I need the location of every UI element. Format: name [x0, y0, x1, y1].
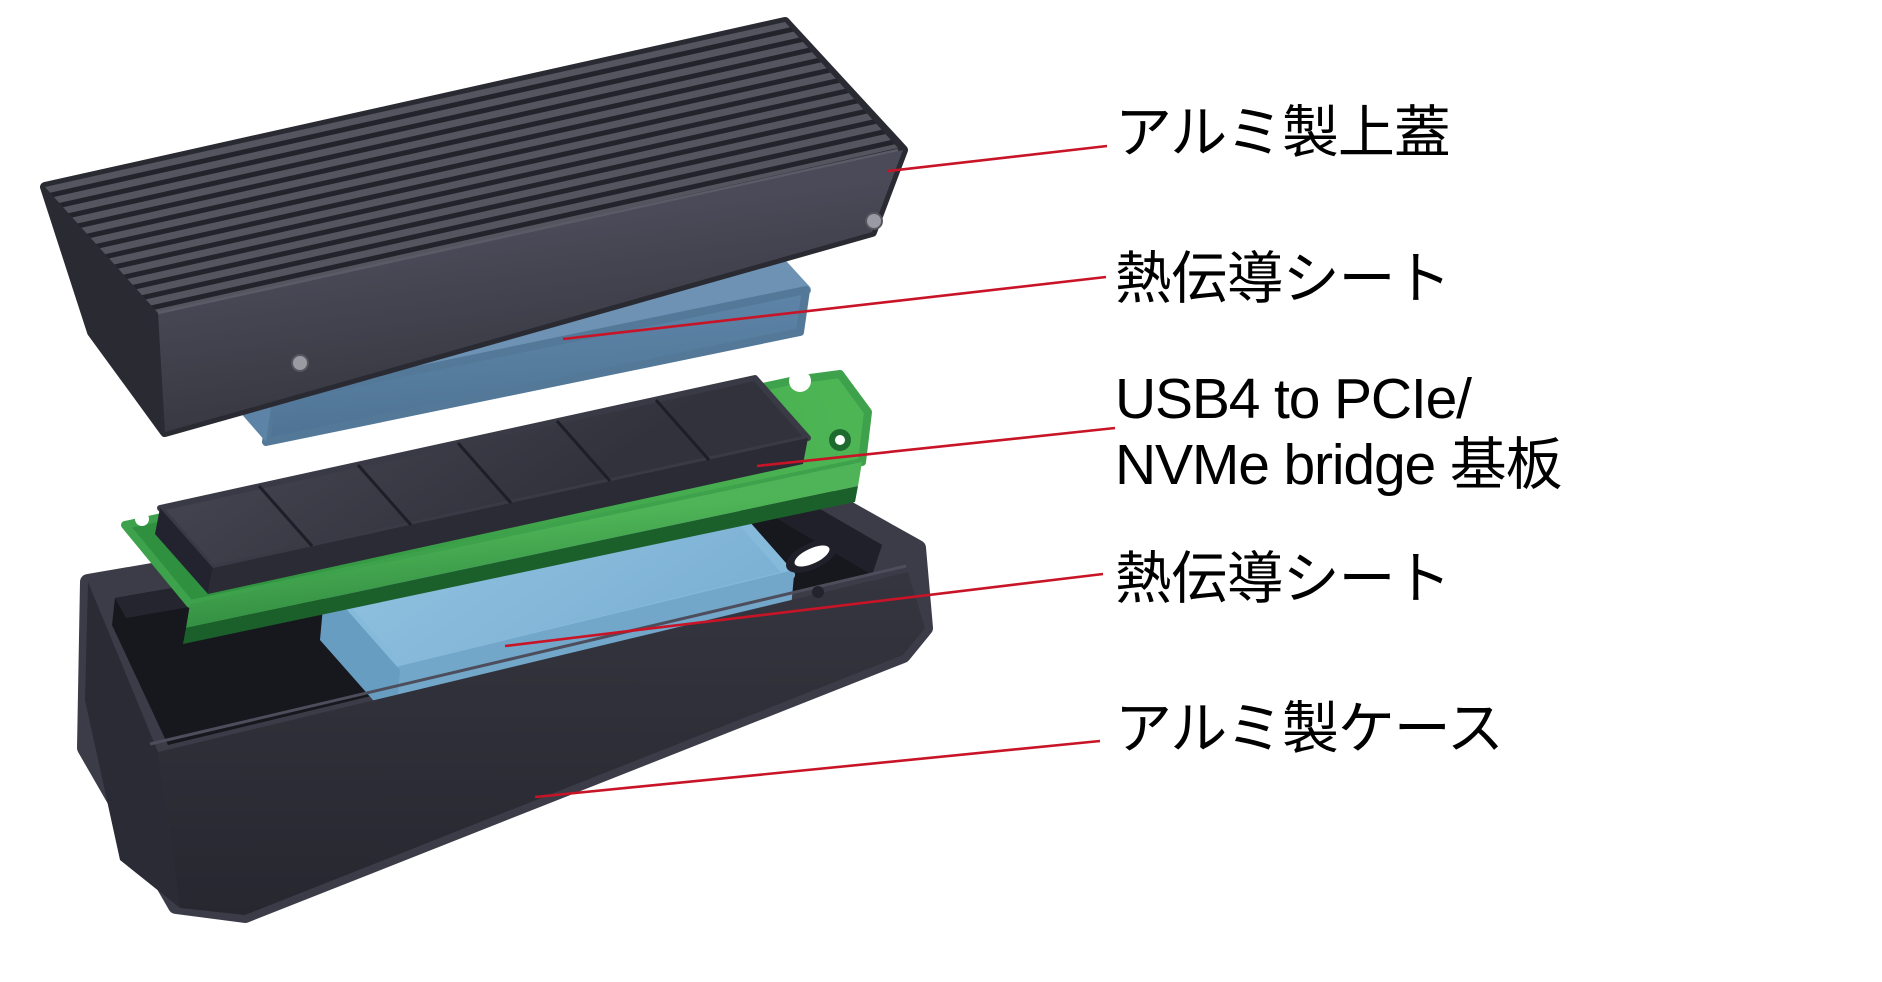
case-port-slot: [786, 539, 838, 573]
leader-line-top-cover: [887, 144, 1108, 173]
enclosure-case-walls: [85, 539, 925, 915]
label-thermal-sheet-top: 熱伝導シート: [1115, 247, 1451, 311]
case-front-rim-highlight: [149, 564, 907, 746]
label-thermal-sheet-bottom: 熱伝導シート: [1115, 547, 1451, 611]
label-case: アルミ製ケース: [1115, 697, 1504, 761]
lid-screw-pin-right: [865, 212, 883, 230]
leader-line-thermal-sheet-top: [562, 275, 1107, 341]
chips-front-face: [208, 438, 808, 594]
lid-front-face: [158, 150, 903, 432]
pcb-notch-left: [135, 512, 149, 526]
leader-line-bridge-board: [756, 426, 1116, 468]
case-screw-recess: [812, 586, 824, 598]
bridge-board: [121, 370, 872, 644]
leader-lines: [504, 144, 1116, 799]
chip-dividers: [257, 399, 711, 547]
label-bridge-board-line1: USB4 to PCIe/: [1115, 367, 1472, 431]
ssd-chips: [155, 375, 811, 594]
case-left-face: [85, 582, 180, 908]
leader-line-case: [534, 739, 1101, 799]
label-top-cover: アルミ製上蓋: [1115, 101, 1451, 165]
label-bridge-board-line2: NVMe bridge 基板: [1115, 433, 1563, 497]
lid-edge-highlight: [157, 148, 899, 315]
pcb-screw-hole: [829, 429, 851, 451]
pcb-under-edge: [183, 486, 858, 644]
pcb-notch: [789, 370, 811, 392]
case-front-face: [158, 572, 925, 915]
lid-screw-pin-left: [291, 354, 309, 372]
chips-left-face: [155, 508, 213, 594]
lid-fins: [45, 22, 898, 313]
heatsink-lid: [40, 17, 908, 437]
label-bridge-board: USB4 to PCIe/NVMe bridge 基板: [1115, 366, 1563, 498]
pcb-front-edge: [186, 462, 862, 628]
leader-line-thermal-sheet-bottom: [504, 572, 1104, 648]
